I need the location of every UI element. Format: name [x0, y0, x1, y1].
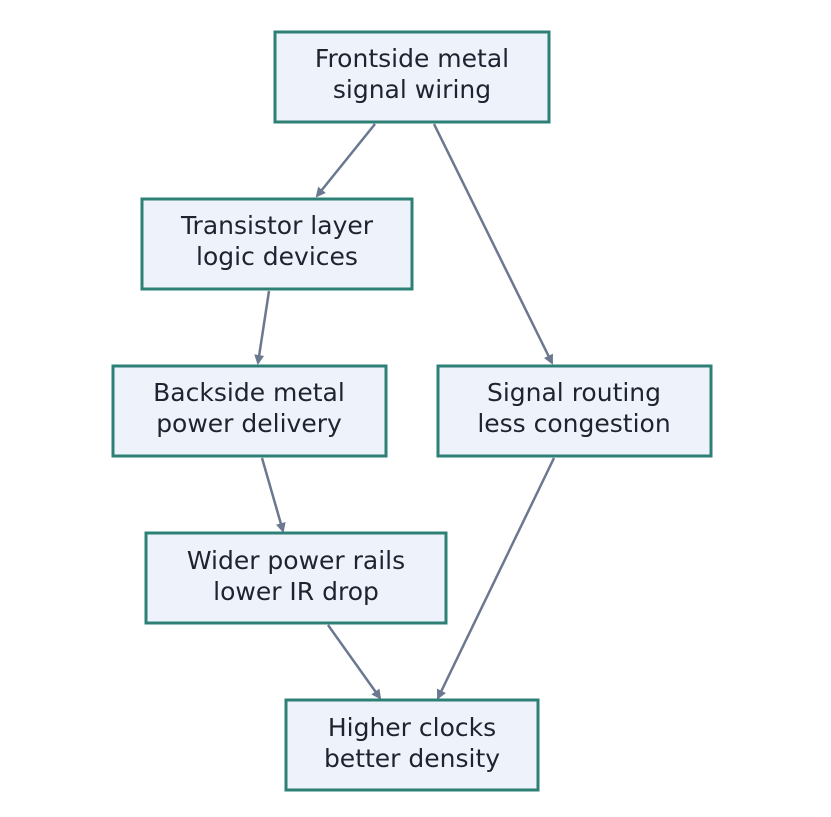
node-frontside-line1: Frontside metal: [315, 44, 509, 73]
node-backside: Backside metal power delivery: [111, 364, 388, 458]
node-power-rails-line2: lower IR drop: [213, 577, 379, 606]
node-frontside-line2: signal wiring: [333, 75, 491, 104]
node-power-rails: Wider power rails lower IR drop: [144, 531, 448, 625]
node-transistor: Transistor layer logic devices: [140, 197, 414, 291]
node-transistor-line2: logic devices: [196, 242, 358, 271]
edge-frontside-to-transistor: [315, 123, 376, 198]
node-backside-line2: power delivery: [156, 409, 342, 438]
edge-backside-to-power-rails: [260, 457, 286, 533]
node-transistor-line1: Transistor layer: [180, 211, 374, 240]
node-higher-clocks-line2: better density: [324, 744, 500, 773]
edge-signal-routing-to-higher-clocks: [436, 457, 556, 700]
edge-power-rails-to-higher-clocks: [326, 624, 382, 700]
node-frontside: Frontside metal signal wiring: [273, 30, 551, 124]
node-higher-clocks: Higher clocks better density: [284, 698, 540, 792]
edge-transistor-to-backside: [254, 290, 271, 365]
node-signal-routing: Signal routing less congestion: [436, 364, 713, 458]
node-signal-routing-line1: Signal routing: [487, 378, 661, 407]
node-higher-clocks-line1: Higher clocks: [328, 713, 496, 742]
node-power-rails-line1: Wider power rails: [187, 546, 405, 575]
node-signal-routing-line2: less congestion: [477, 409, 670, 438]
edges: [254, 123, 556, 700]
edge-frontside-to-signal-routing: [432, 123, 554, 365]
node-backside-line1: Backside metal: [153, 378, 345, 407]
